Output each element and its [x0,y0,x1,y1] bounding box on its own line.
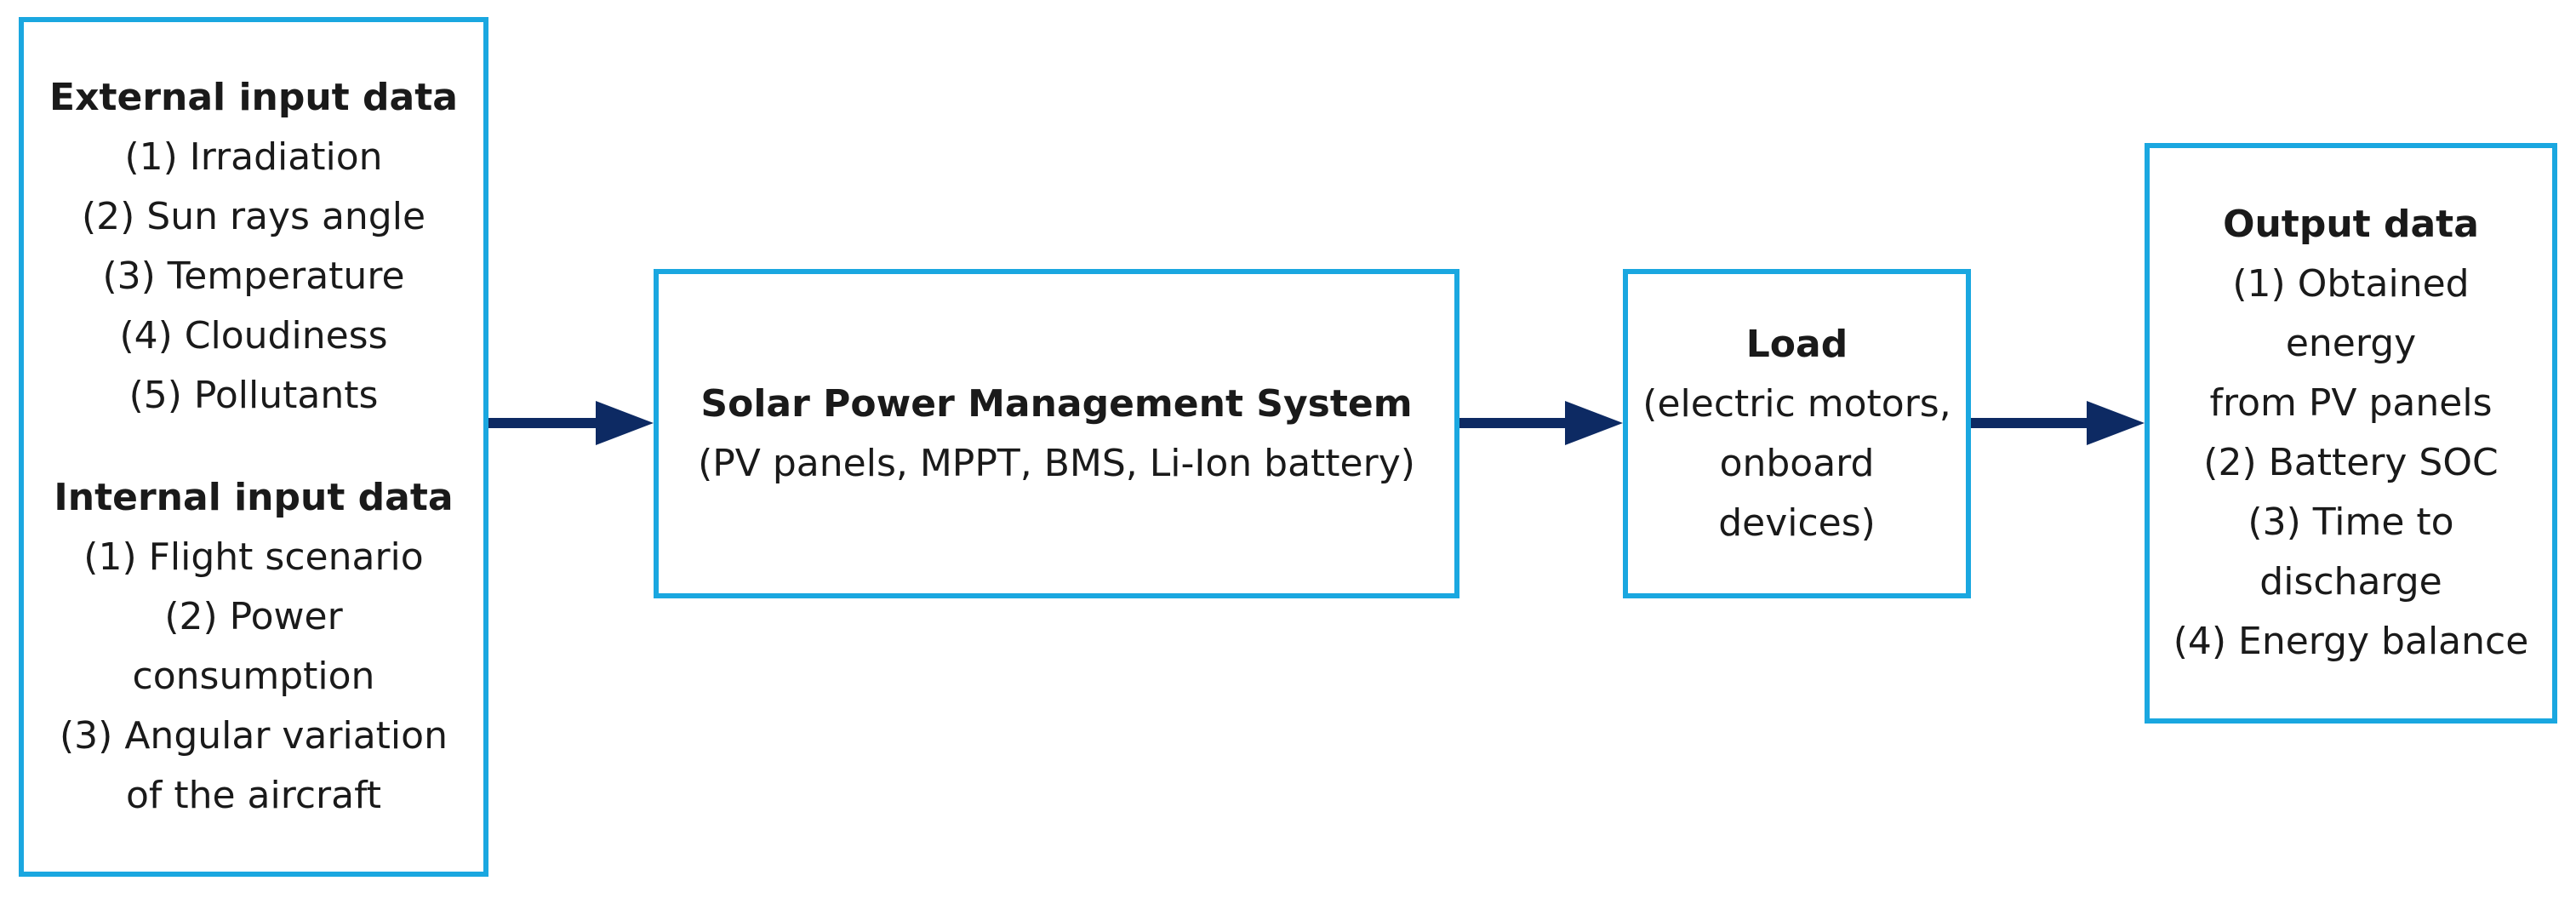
external-input-item: (2) Sun rays angle [81,195,426,238]
spms-subtitle: (PV panels, MPPT, BMS, Li-Ion battery) [698,441,1415,485]
internal-input-item: consumption [132,655,375,698]
internal-input-title: Internal input data [54,476,454,519]
internal-input-item: (3) Angular variation [60,714,448,758]
internal-input-item: (2) Power [164,595,343,638]
spms-title: Solar Power Management System [700,381,1413,426]
external-input-item: (1) Irradiation [124,135,383,179]
external-input-title: External input data [49,76,458,119]
spms-box: Solar Power Management System (PV panels… [654,269,1459,598]
internal-input-item: (1) Flight scenario [83,535,424,579]
output-line: (1) Obtained [2232,262,2470,306]
load-line: (electric motors, [1642,381,1951,426]
output-line: discharge [2259,560,2442,603]
external-input-item: (3) Temperature [102,255,405,298]
external-input-item: (5) Pollutants [129,374,379,417]
arrow-load-to-output [1971,401,2145,445]
input-data-box: External input data (1) Irradiation (2) … [19,17,488,877]
arrow-head [596,401,654,445]
output-title: Output data [2223,203,2479,246]
output-line: energy [2285,322,2417,365]
output-line: (4) Energy balance [2173,620,2529,663]
output-data-box: Output data (1) Obtained energy from PV … [2145,143,2557,724]
arrow-head [2087,401,2145,445]
load-line: devices) [1718,500,1876,545]
external-input-item: (4) Cloudiness [119,314,388,357]
arrow-spms-to-load [1459,401,1623,445]
output-line: (2) Battery SOC [2203,441,2499,484]
output-line: from PV panels [2209,381,2493,425]
load-title: Load [1745,322,1848,366]
load-line: onboard [1719,441,1875,485]
arrow-head [1565,401,1623,445]
internal-input-item: of the aircraft [125,774,382,817]
load-box: Load (electric motors, onboard devices) [1623,269,1971,598]
arrow-inputs-to-spms [488,401,654,445]
output-line: (3) Time to [2248,500,2454,544]
